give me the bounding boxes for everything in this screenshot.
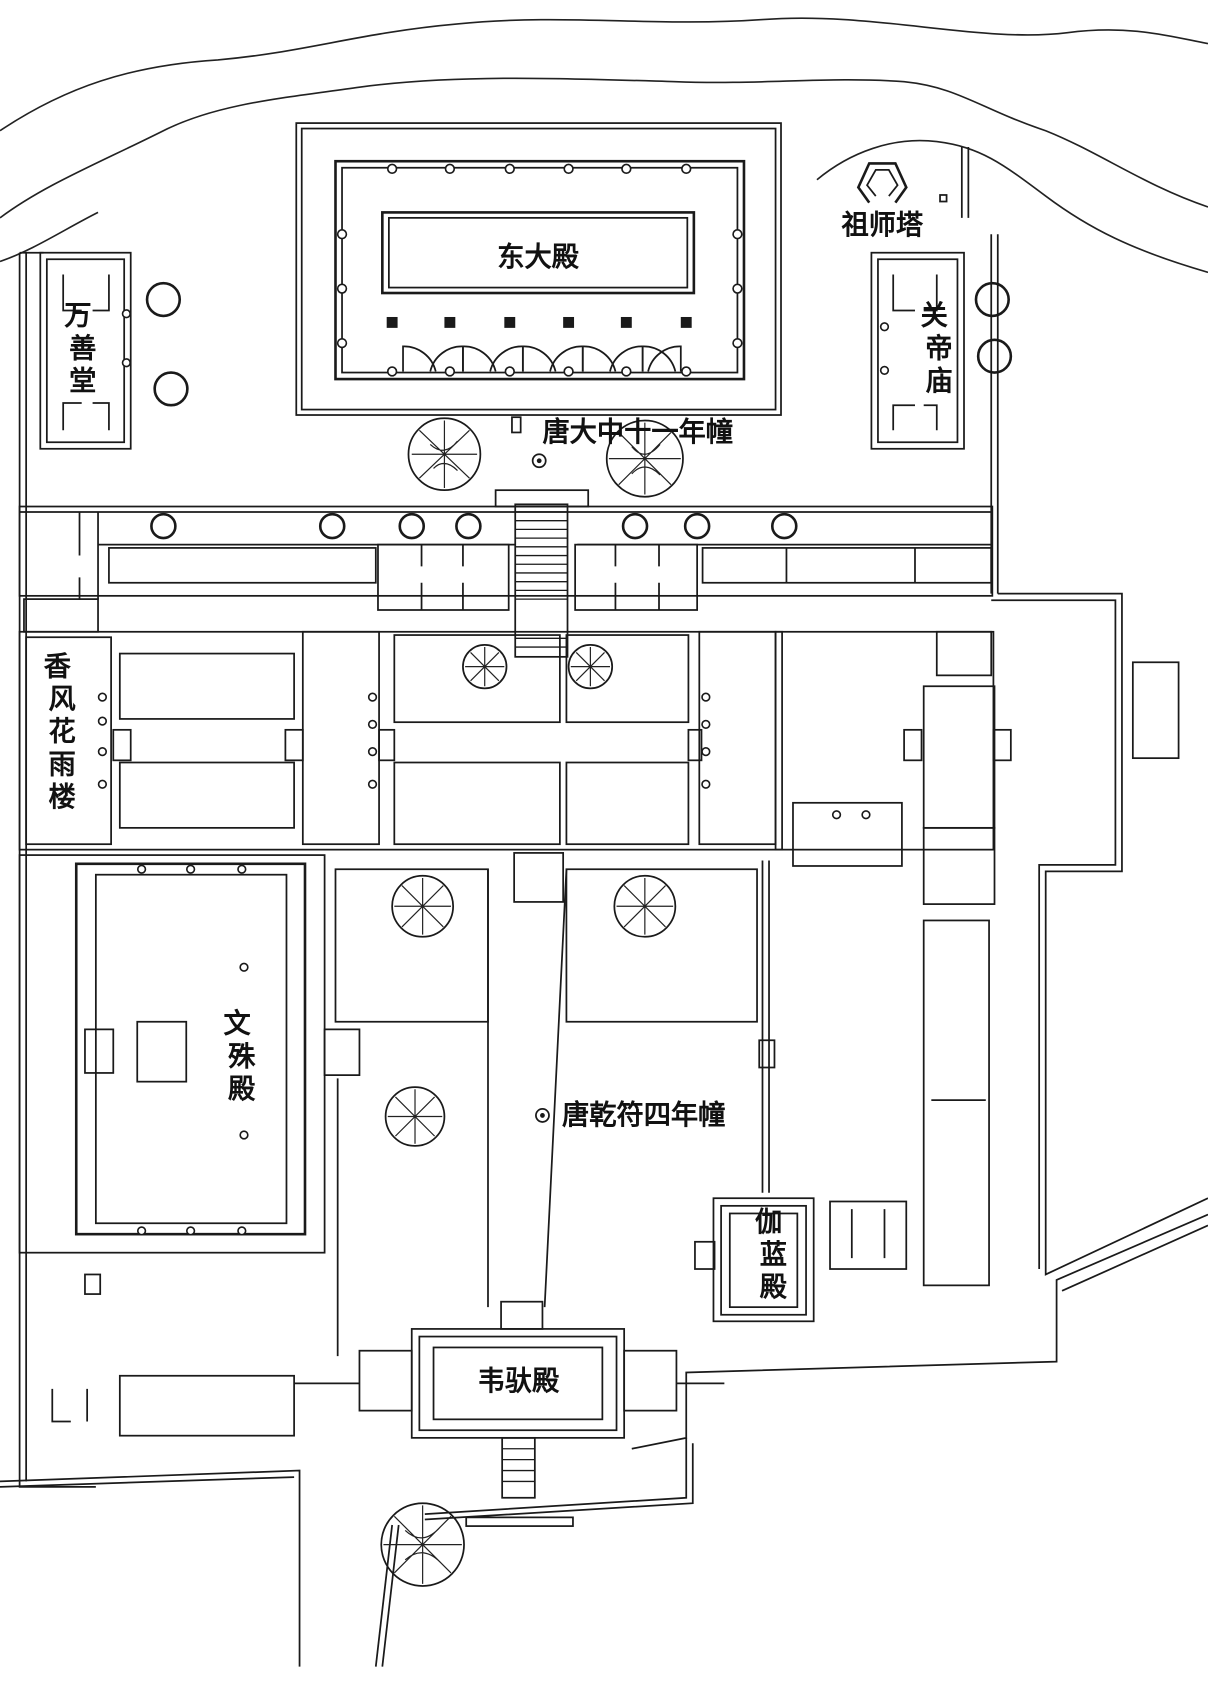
vertical-label-char: 帝 (925, 332, 952, 364)
wanshan-hall-label: 万 善堂 (64, 301, 101, 397)
shrubs (145, 281, 1013, 540)
ancient-tree-icon (567, 643, 614, 690)
southwest-rooms (51, 1273, 295, 1437)
pillar-markers: 唐大中十一年幢 唐乾符四年幢 (511, 416, 733, 1131)
shrub-icon (976, 338, 1013, 374)
ancient-tree-icon (613, 874, 677, 938)
ancient-tree-icon (462, 643, 508, 690)
shrub-icon (150, 512, 177, 540)
guandi-temple-label: 关 帝庙 (921, 301, 958, 397)
wenshu-hall: 文 殊殿 (18, 854, 361, 1254)
wenshu-hall-label: 文 殊殿 (223, 1008, 260, 1105)
ancient-trees (380, 417, 684, 1587)
stairs-icon (500, 1300, 544, 1499)
compound-wall (0, 147, 1208, 1667)
stairs-icon (112, 728, 1012, 762)
pagoda-label: 祖师塔 (841, 210, 923, 241)
main-hall-doors (402, 345, 682, 372)
ancient-tree-icon (380, 1502, 465, 1587)
main-hall-columns (336, 163, 743, 377)
middle-courtyard: 香 风花雨楼 (18, 630, 1012, 851)
shrub-icon (683, 512, 711, 540)
main-hall-dongdadian: 东大殿 (295, 122, 782, 416)
shrub-icon (145, 281, 182, 318)
shrub-icon (398, 512, 426, 540)
terrain-contours (0, 17, 1208, 274)
shrub-icon (621, 512, 649, 540)
dazhong-pillar-label: 唐大中十一年幢 (542, 416, 733, 448)
front-courtyard (334, 852, 776, 1357)
vertical-label-char: 雨 (48, 749, 75, 780)
ancient-tree-icon (407, 417, 482, 492)
shrub-icon (455, 512, 482, 540)
east-service-area (774, 630, 1180, 1287)
vertical-label-char: 善 (69, 332, 96, 364)
pillar-marker-icon (531, 453, 547, 469)
stairs-icon (494, 489, 590, 658)
patriarch-pagoda: 祖师塔 (841, 162, 948, 241)
vertical-label-char: 风 (48, 684, 75, 715)
weituo-hall: 韦驮殿 (294, 1300, 725, 1499)
weituo-hall-label: 韦驮殿 (478, 1366, 560, 1397)
guandi-temple: 关 帝庙 (870, 251, 965, 450)
vertical-label-char: 殿 (759, 1272, 788, 1303)
qielan-hall: 伽 蓝殿 (694, 1197, 815, 1323)
stairs-icon (694, 1240, 716, 1270)
vertical-label-char: 庙 (925, 365, 952, 397)
vertical-label-char: 堂 (69, 366, 96, 397)
qianfu-pillar-label: 唐乾符四年幢 (562, 1099, 725, 1131)
pillar-marker-icon (535, 1108, 550, 1123)
shrub-icon (974, 281, 1010, 318)
qielan-hall-label: 伽 蓝殿 (755, 1207, 792, 1303)
vertical-label-char: 殊 (228, 1041, 256, 1072)
ancient-tree-icon (384, 1086, 446, 1147)
vertical-label-char: 楼 (48, 782, 75, 813)
ancient-tree-icon (391, 874, 455, 938)
ancient-tree-icon (605, 419, 684, 498)
main-hall-label: 东大殿 (497, 241, 579, 273)
stairs-icon (84, 1028, 361, 1076)
vertical-label-char: 花 (48, 717, 75, 748)
north-corridor (18, 505, 994, 633)
vertical-label-char: 蓝 (760, 1240, 787, 1271)
wanshan-hall: 万 善堂 (39, 251, 132, 450)
stone-bench (465, 1516, 574, 1527)
shrub-icon (318, 512, 346, 540)
vertical-label-char: 殿 (227, 1074, 256, 1105)
shrub-icon (770, 512, 798, 540)
xiangfeng-tower-label: 香 风花雨楼 (44, 651, 81, 813)
shrub-icon (153, 371, 189, 407)
